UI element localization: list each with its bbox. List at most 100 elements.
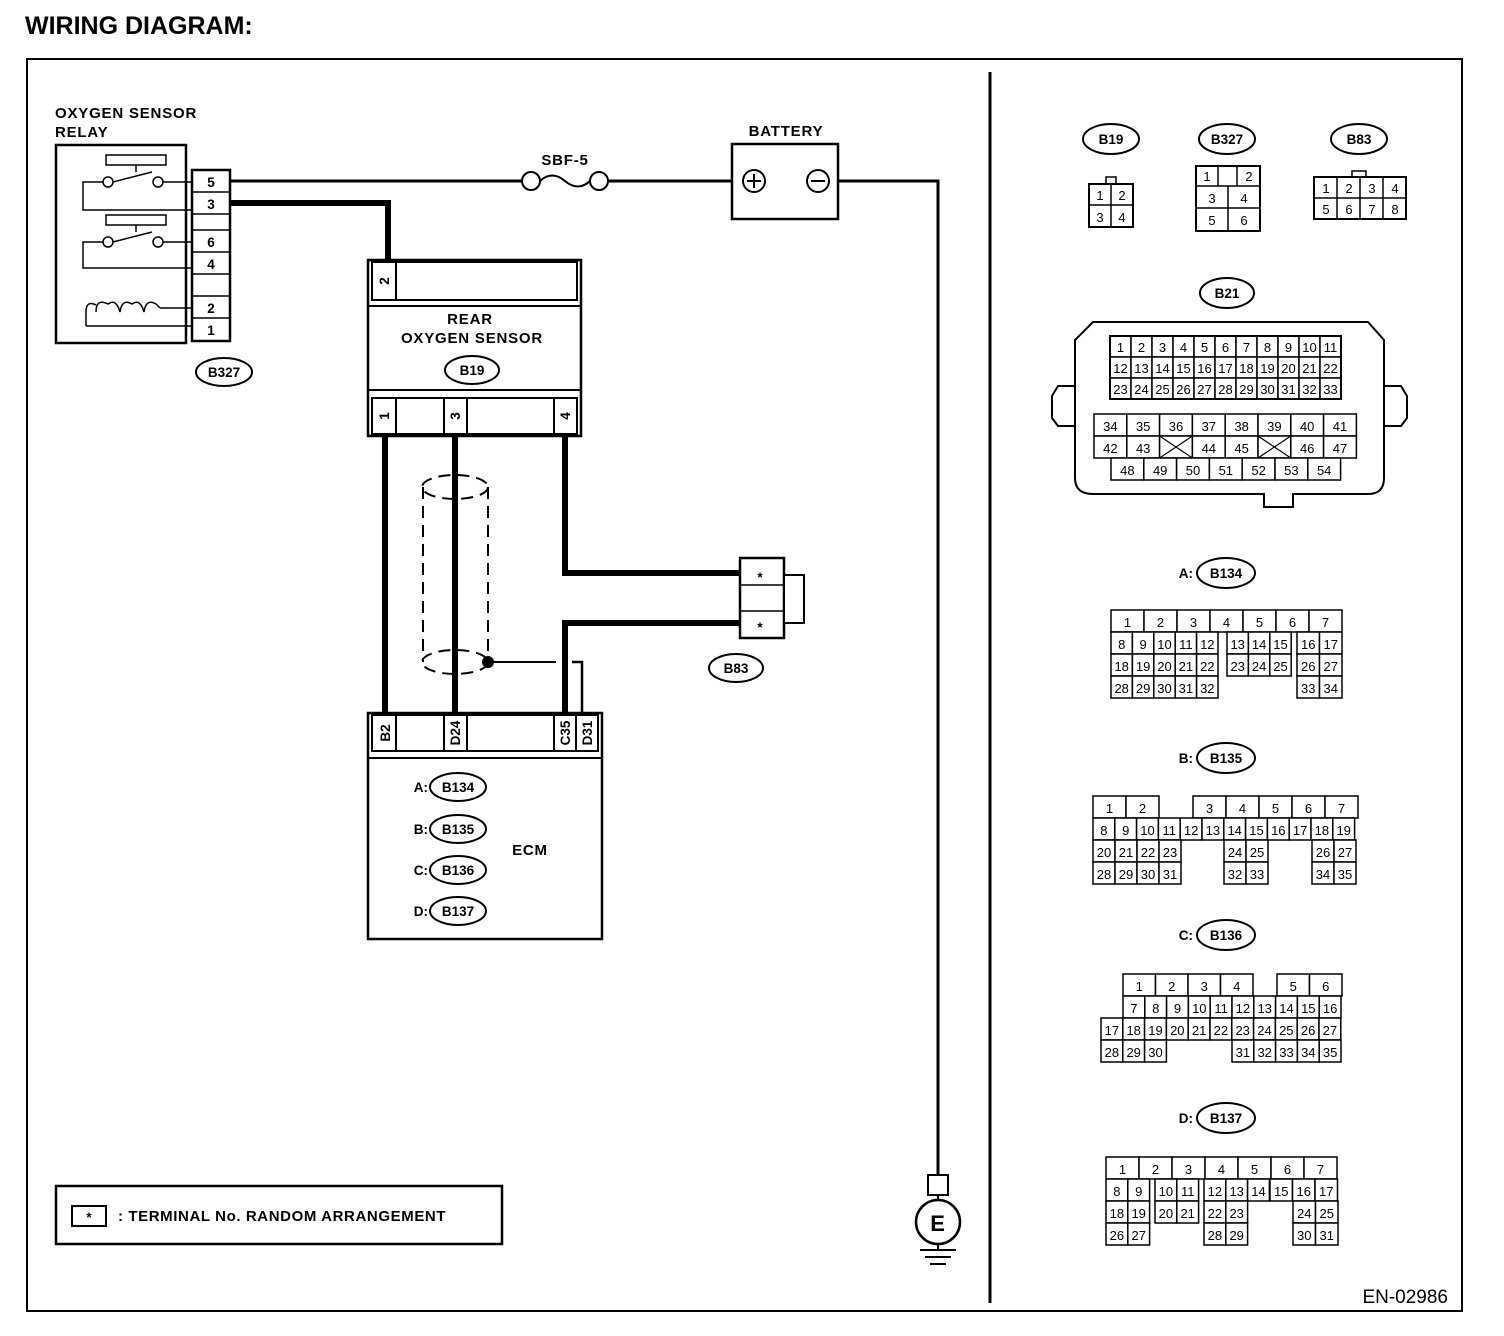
connector-pin: 32 [1228,867,1242,882]
sensor-pin: 4 [558,412,573,420]
connector-pin: 12 [1200,637,1214,652]
connector-pin: 4 [1233,979,1240,994]
wires [230,179,940,1175]
connector-pin: 54 [1317,463,1331,478]
connector-pin: 23 [1230,659,1244,674]
ecm-connector-prefix: D: [414,904,428,919]
ecm-terminal: C35 [558,720,573,745]
connector-pin: 15 [1273,637,1287,652]
connector-pin: 22 [1323,361,1337,376]
connector-pin: 20 [1281,361,1295,376]
sensor-pin: 1 [377,412,392,420]
connector-pin: 7 [1317,1162,1324,1177]
connector-pin: 9 [1122,823,1129,838]
connector-pin: 34 [1324,681,1338,696]
connector-pin: 4 [1223,615,1230,630]
connector-pin: 16 [1301,637,1315,652]
connector-pin: 8 [1391,202,1398,217]
connector-pin: 28 [1114,681,1128,696]
connector-pin: 16 [1271,823,1285,838]
connector-view-name: B19 [1099,132,1124,147]
connector-pin: 48 [1120,463,1134,478]
connector-pin: 9 [1139,637,1146,652]
connector-pin: 11 [1181,1184,1195,1199]
connector-pin: 53 [1284,463,1298,478]
connector-pin: 7 [1368,202,1375,217]
battery: BATTERY [730,123,840,221]
connector-pin: 20 [1097,845,1111,860]
connector-pin: 34 [1316,867,1330,882]
connector-pin: 31 [1281,382,1295,397]
connector-pin: 31 [1236,1045,1250,1060]
connector-view-name: B21 [1215,286,1240,301]
junction-pin: * [757,570,763,585]
connector-pin: 15 [1301,1001,1315,1016]
connector-pin: 1 [1203,169,1210,184]
connector-pin: 25 [1279,1023,1293,1038]
connector-pin: 4 [1118,210,1125,225]
connector-pin: 22 [1200,659,1214,674]
connector-pin: 3 [1368,181,1375,196]
connector-pin: 31 [1163,867,1177,882]
connector-pin: 44 [1202,441,1216,456]
connector-pin: 4 [1240,191,1247,206]
connector-pin: 2 [1245,169,1252,184]
sensor-connector-label: B19 [460,363,485,378]
connector-pin: 19 [1136,659,1150,674]
connector-pin: 1 [1117,340,1124,355]
junction-pin: * [757,620,763,635]
connector-pin: 3 [1201,979,1208,994]
connector-pin: 42 [1103,441,1117,456]
connector-view-name: B136 [1210,928,1243,943]
connector-pin: 30 [1141,867,1155,882]
connector-pin: 25 [1273,659,1287,674]
connector-pin: 27 [1323,1023,1337,1038]
connector-pin: 25 [1320,1206,1334,1221]
relay-connector-label: B327 [208,365,240,380]
connector-pin: 1 [1106,801,1113,816]
connector-pin: 19 [1131,1206,1145,1221]
connector-pin: 49 [1153,463,1167,478]
connector-pin: 24 [1257,1023,1271,1038]
connector-pin: 28 [1105,1045,1119,1060]
connector-pin: 28 [1208,1228,1222,1243]
ecm-connector-name: B136 [442,863,475,878]
connector-pin: 13 [1134,361,1148,376]
connector-pin: 11 [1179,637,1193,652]
connector-pin: 17 [1319,1184,1333,1199]
connector-pin: 33 [1250,867,1264,882]
connector-pin: 19 [1336,823,1350,838]
ecm-module: B2 D24 C35 D31 ECM A: B134 B: B135 C: B1… [366,711,604,941]
connector-pin: 18 [1126,1023,1140,1038]
connector-pin: 13 [1206,823,1220,838]
connector-pin: 2 [1138,340,1145,355]
connector-pin: 6 [1222,340,1229,355]
relay-pin: 5 [207,175,215,190]
legend-box: * : TERMINAL No. RANDOM ARRANGEMENT [54,1184,504,1246]
relay-pin: 3 [207,197,215,212]
connector-pin: 47 [1333,441,1347,456]
connector-pin: 23 [1235,1023,1249,1038]
ground-label: E [930,1211,945,1236]
ecm-terminal: D31 [580,720,595,745]
connector-pin: 28 [1097,867,1111,882]
connector-pin: 17 [1105,1023,1119,1038]
connector-pin: 16 [1297,1184,1311,1199]
connector-pin: 43 [1136,441,1150,456]
connector-pin: 20 [1170,1023,1184,1038]
connector-pin: 15 [1274,1184,1288,1199]
connector-pin: 1 [1322,181,1329,196]
connector-view-name: B134 [1210,566,1243,581]
sensor-pin: 3 [448,412,463,420]
relay-title-line2: RELAY [55,124,108,141]
connector-pin: 5 [1322,202,1329,217]
connector-pin: 31 [1320,1228,1334,1243]
connector-pin: 21 [1192,1023,1206,1038]
relay-pin: 6 [207,235,215,250]
connector-pin: 29 [1126,1045,1140,1060]
connector-pin: 2 [1157,615,1164,630]
diagram-frame [26,58,1463,1312]
fuse-sbf5: SBF-5 [521,152,609,191]
